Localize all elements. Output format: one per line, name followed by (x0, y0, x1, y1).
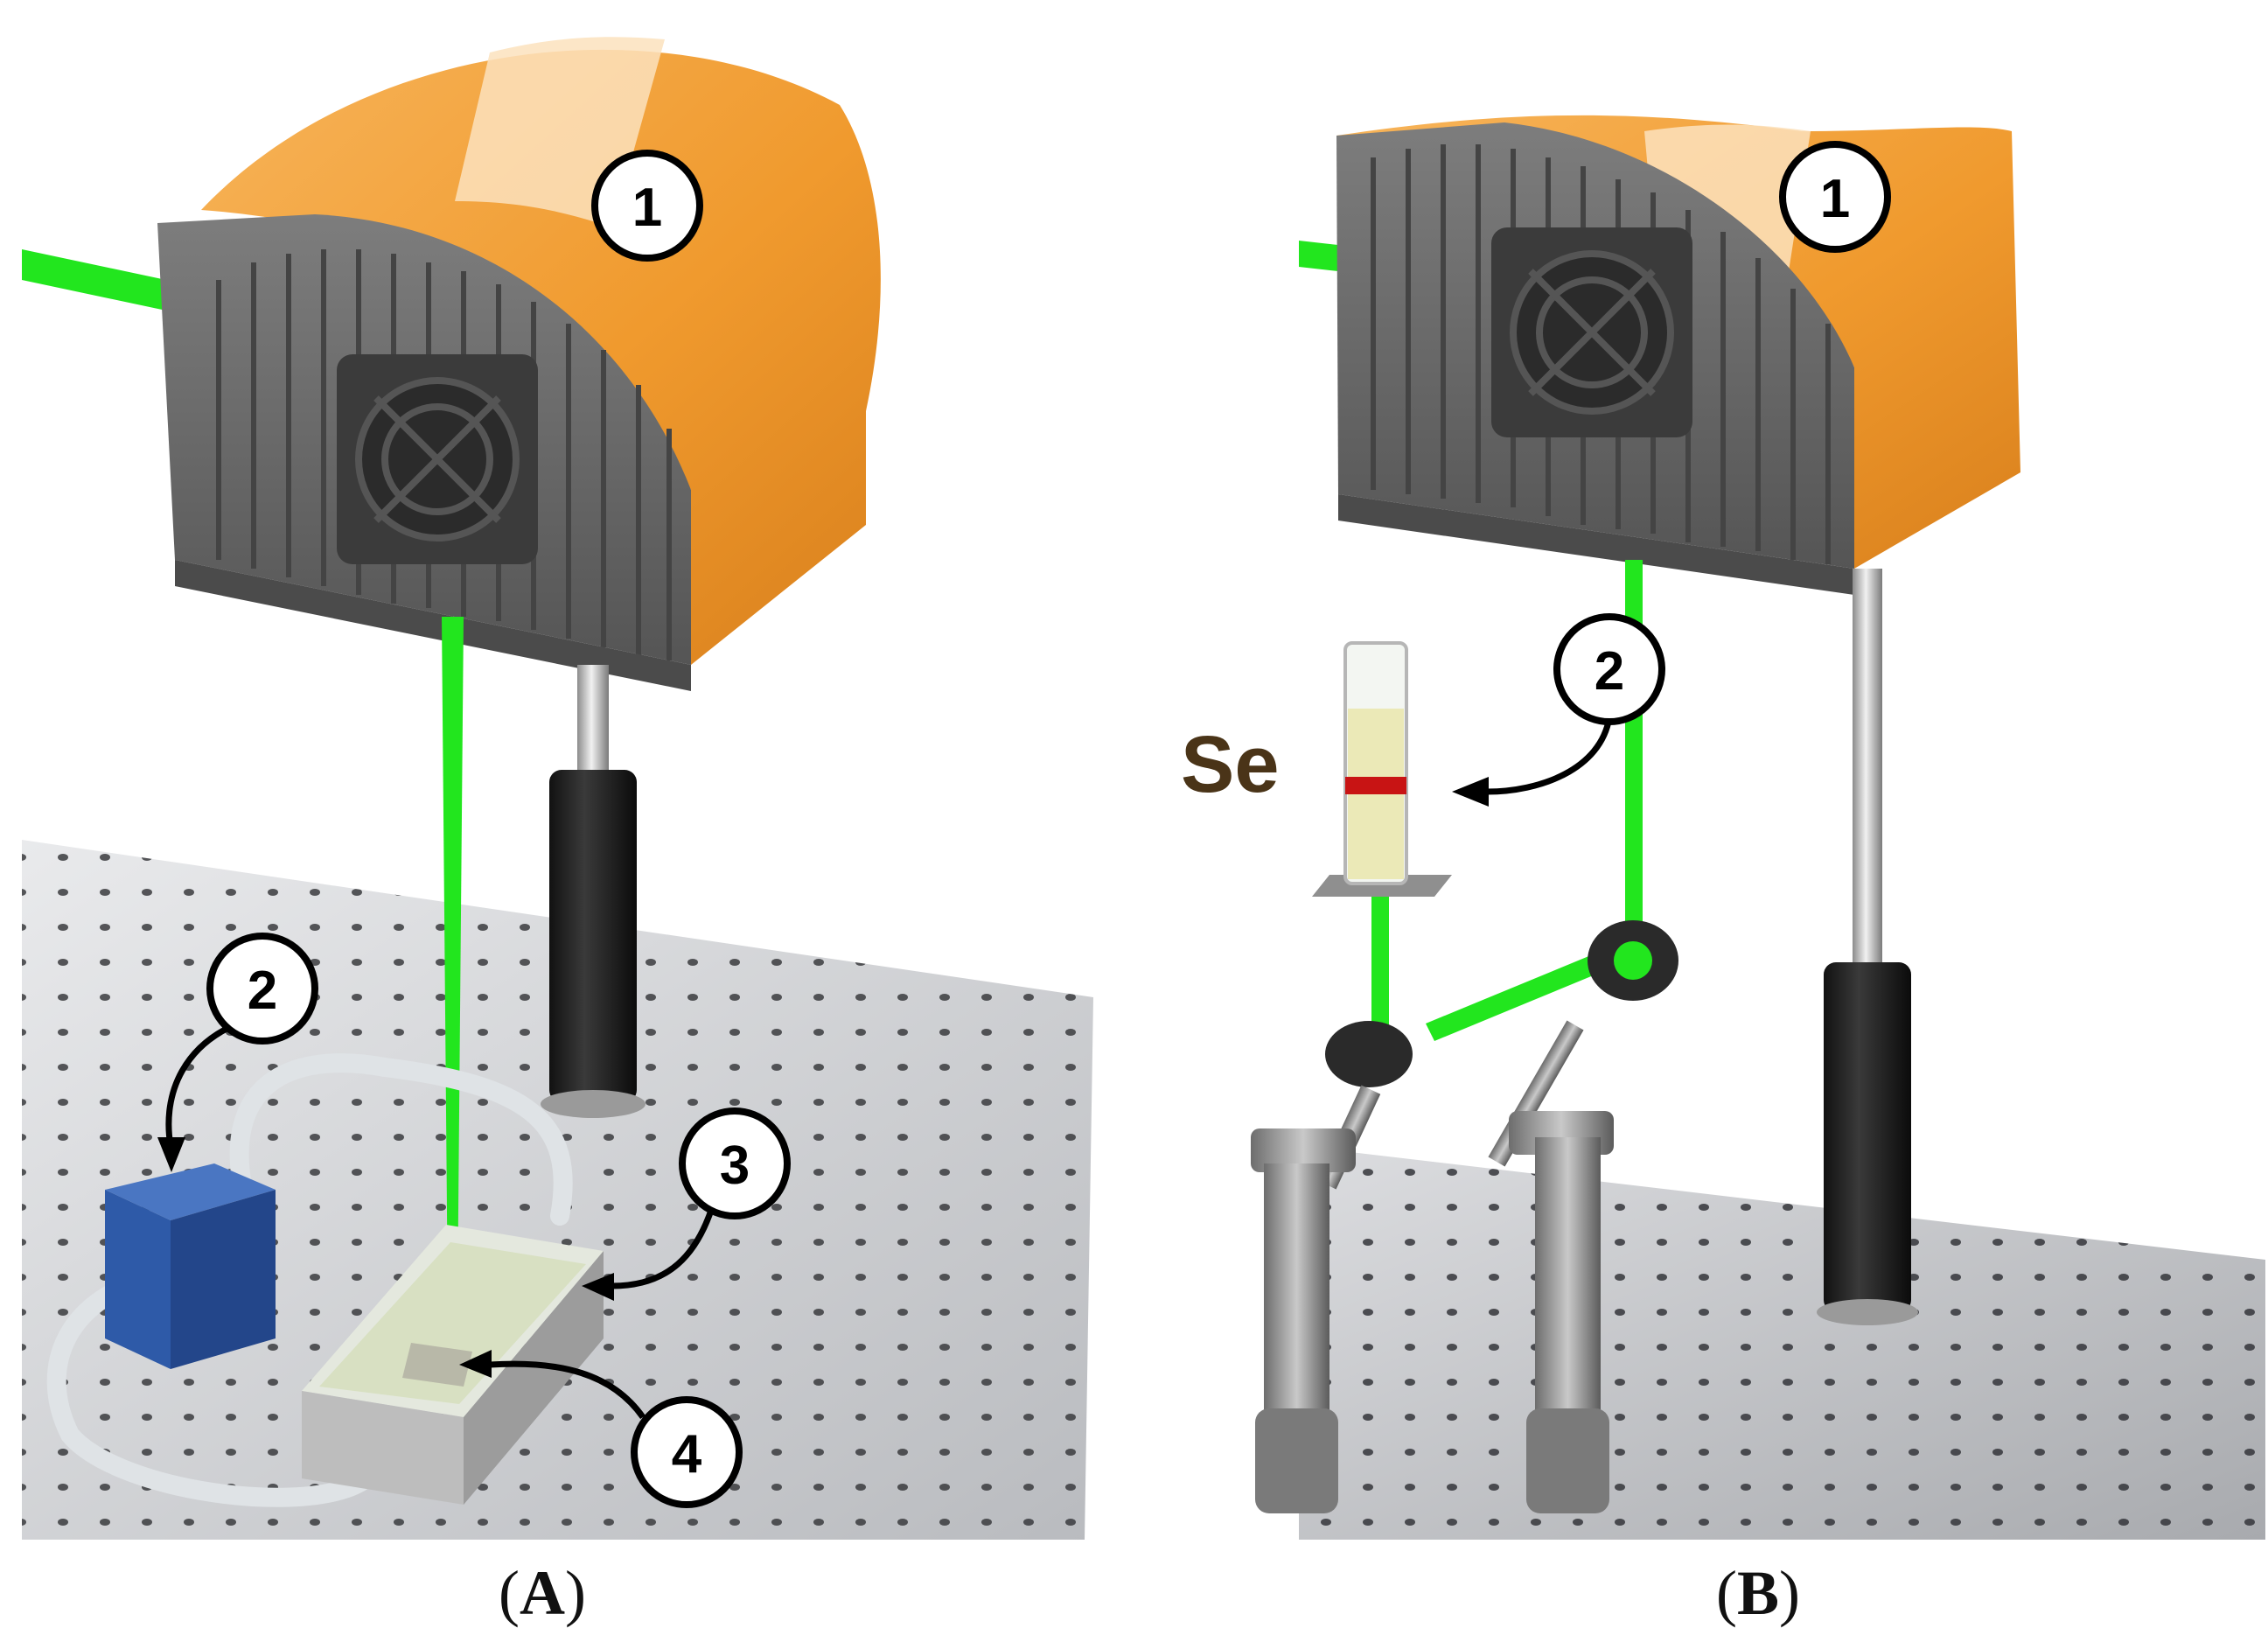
fan-icon (337, 354, 538, 564)
caption-a: (A) (499, 1558, 586, 1628)
output-laser-beam (442, 617, 464, 1408)
element-label-se: Se (1181, 720, 1280, 809)
input-laser-beam (22, 249, 166, 311)
panel-a: 1 2 3 4 (0, 0, 1128, 1642)
callout-4: 4 (631, 1396, 743, 1508)
laser-head (157, 37, 881, 691)
sample-cell (302, 1225, 604, 1505)
callout-arrowheads (157, 1137, 614, 1378)
svg-text:4: 4 (672, 1424, 702, 1485)
callout-1: 1 (591, 150, 703, 262)
optical-table (1299, 1146, 2265, 1540)
callout-arrowhead (1452, 777, 1489, 807)
cuvette (1312, 641, 1452, 897)
panel-b-illustration: Se 1 2 (1181, 115, 2265, 1540)
fan-icon (1491, 227, 1692, 437)
callout-3: 3 (679, 1107, 791, 1219)
callout-1: 1 (1779, 141, 1891, 253)
svg-text:1: 1 (632, 178, 662, 238)
selenium-sample (1345, 777, 1406, 794)
callout-2: 2 (1553, 613, 1665, 725)
caption-b: (B) (1716, 1558, 1800, 1628)
callout-arrow (1486, 716, 1613, 795)
svg-text:1: 1 (1820, 169, 1850, 229)
panel-b: Se 1 2 (1137, 0, 2268, 1642)
mirror-mount-right (1488, 920, 1678, 1513)
svg-text:2: 2 (1595, 641, 1624, 702)
mirror-mount-left (1251, 1021, 1413, 1513)
mounting-post (541, 665, 646, 1118)
svg-text:3: 3 (720, 1135, 750, 1196)
blue-chamber (105, 1163, 276, 1369)
callout-2: 2 (206, 933, 318, 1045)
input-laser-beam (1299, 241, 1338, 271)
panel-a-illustration: 1 2 3 4 (22, 37, 1093, 1540)
svg-text:2: 2 (248, 961, 277, 1021)
laser-head (1336, 115, 2020, 595)
mounting-post (1817, 569, 1918, 1325)
